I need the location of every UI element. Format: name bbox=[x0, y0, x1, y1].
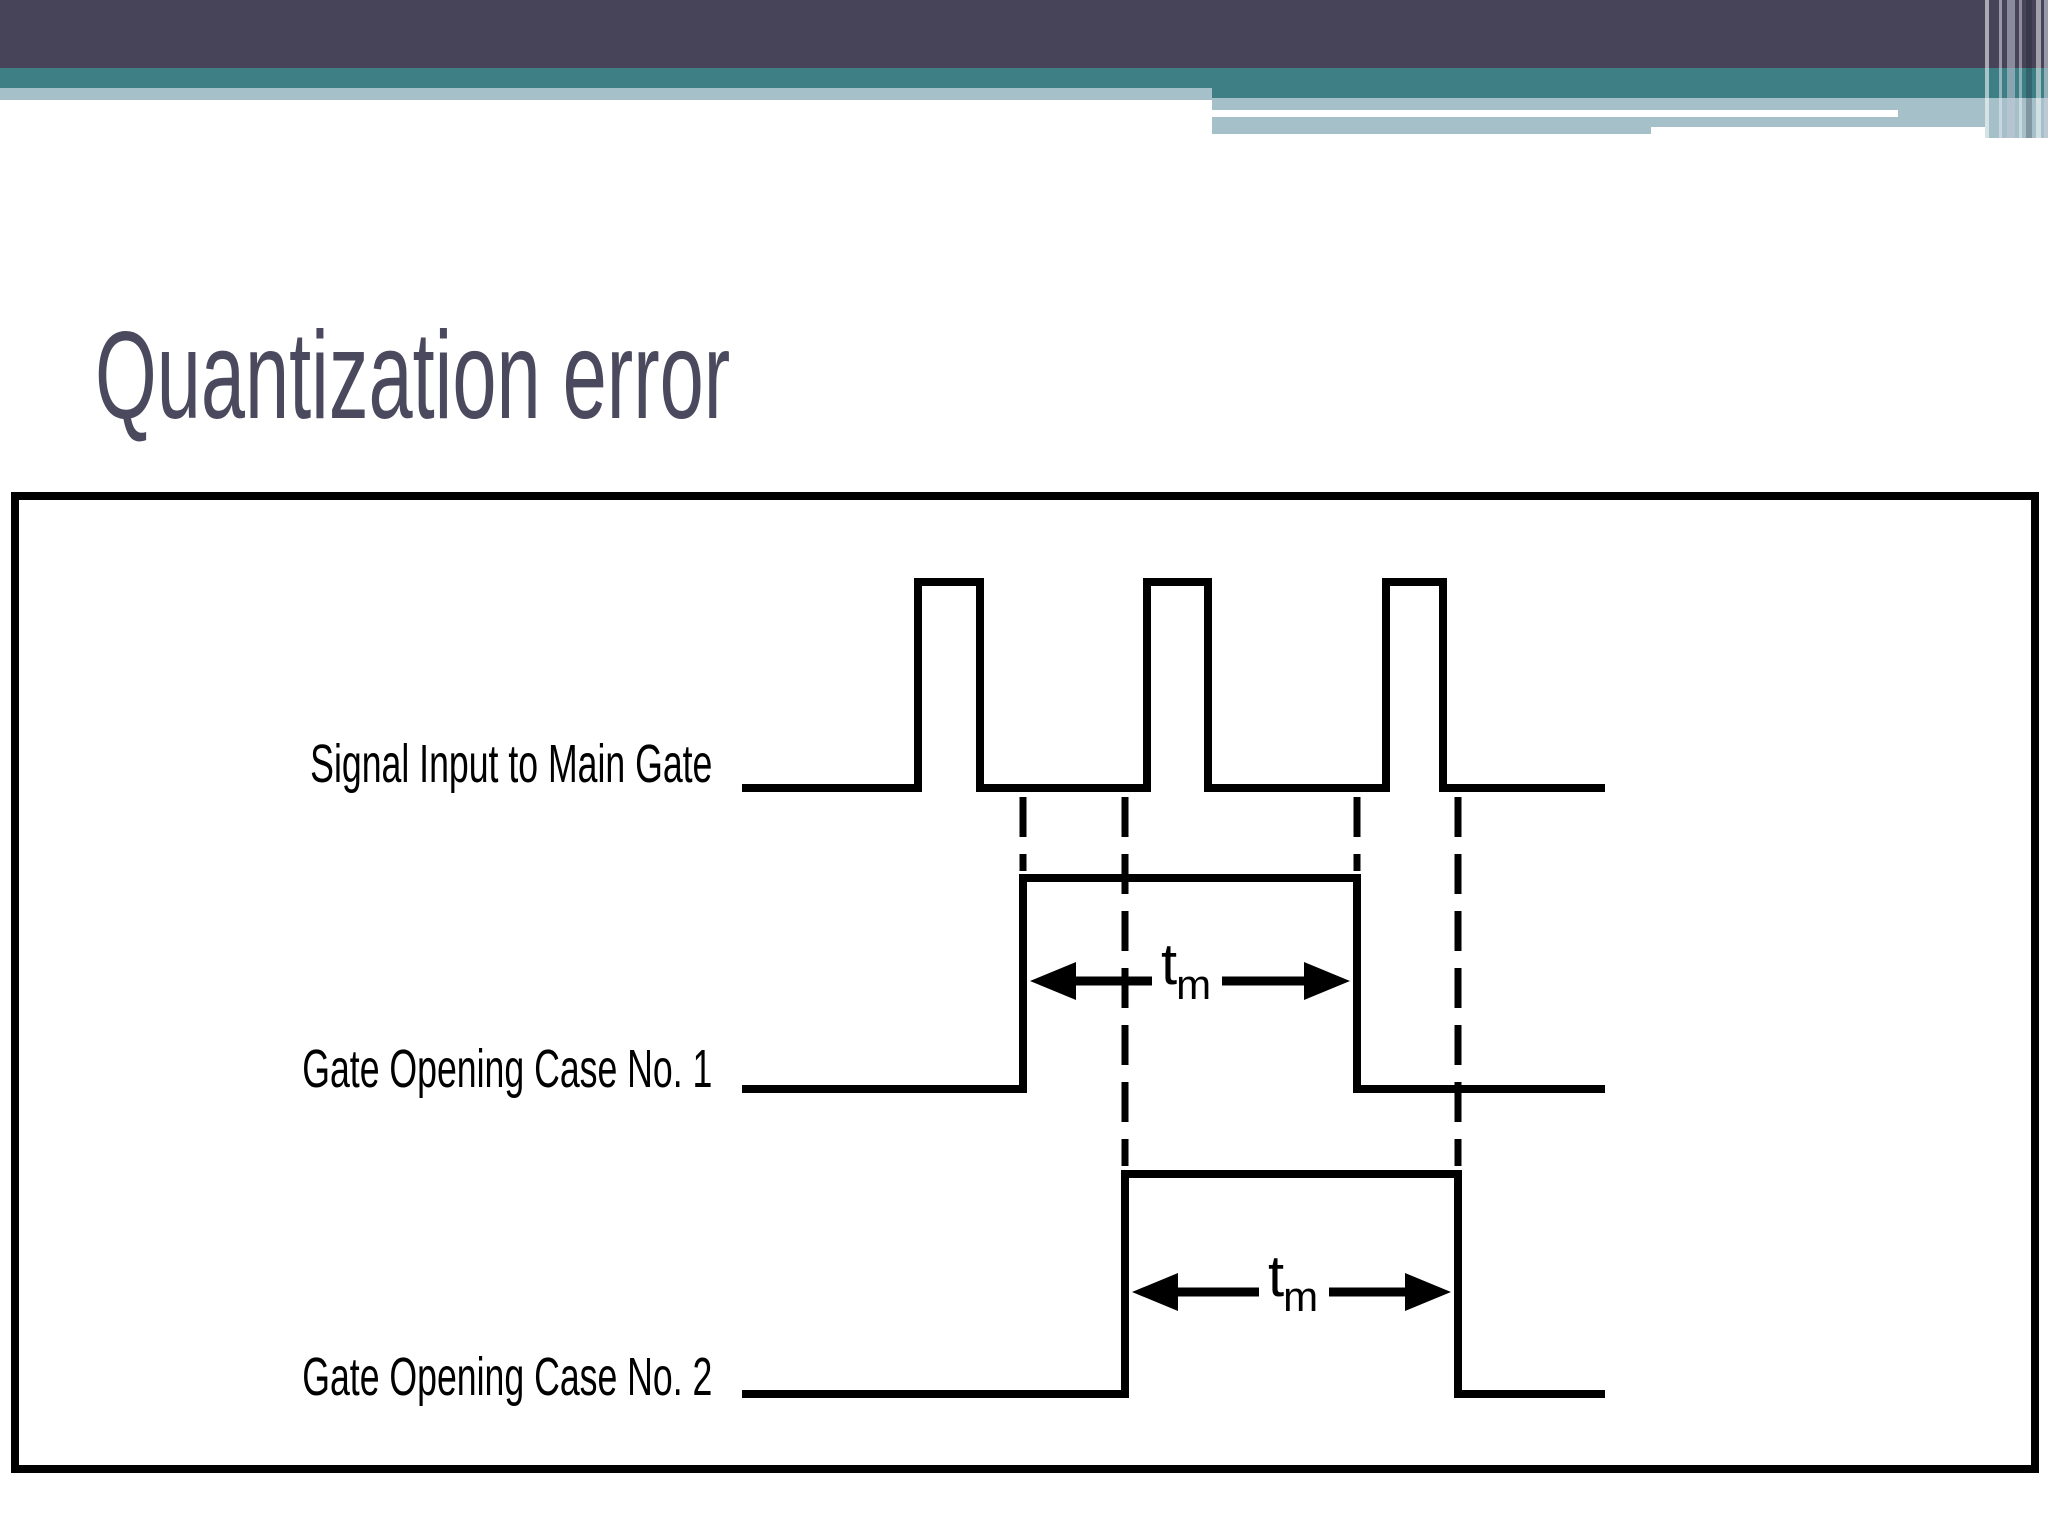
figure-frame bbox=[11, 492, 2039, 1473]
slide-header-banner bbox=[0, 0, 2048, 140]
tm-base: t bbox=[1160, 932, 1178, 997]
edge-stripe bbox=[1985, 0, 1989, 138]
edge-stripe bbox=[2019, 0, 2022, 138]
label-signal-input: Signal Input to Main Gate bbox=[309, 734, 712, 794]
waveform-row-3 bbox=[742, 1170, 1605, 1398]
label-gate-case-1: Gate Opening Case No. 1 bbox=[301, 1039, 712, 1099]
edge-stripe bbox=[2036, 0, 2041, 138]
tm-arrowhead-right bbox=[1405, 1273, 1451, 1311]
banner-white-line bbox=[1212, 110, 1898, 117]
edge-stripe bbox=[2044, 0, 2048, 138]
waveform-row-2 bbox=[742, 874, 1605, 1093]
waveform-row-1 bbox=[742, 578, 1605, 792]
tm-annotation-gate2: tm bbox=[1268, 1248, 1318, 1321]
edge-stripe bbox=[1999, 0, 2002, 138]
edge-stripe bbox=[2007, 0, 2015, 138]
tm-arrowhead-left bbox=[1030, 962, 1076, 1000]
edge-stripe bbox=[2026, 0, 2032, 138]
banner-edge-stripes bbox=[1985, 0, 2048, 138]
tm-base: t bbox=[1267, 1244, 1285, 1309]
tm-arrowhead-left bbox=[1132, 1273, 1178, 1311]
banner-white-notch bbox=[1651, 127, 1985, 134]
slide-title: Quantization error bbox=[95, 307, 731, 445]
banner-teal-bar bbox=[0, 68, 2048, 88]
label-gate-case-2: Gate Opening Case No. 2 bbox=[301, 1347, 712, 1407]
tm-arrowhead-right bbox=[1304, 962, 1350, 1000]
tm-subscript: m bbox=[1176, 961, 1212, 1008]
banner-light-stripe bbox=[0, 88, 1212, 100]
banner-dark-bar bbox=[0, 0, 2048, 68]
banner-right-teal-block bbox=[1212, 88, 1985, 98]
tm-annotation-gate1: tm bbox=[1161, 936, 1211, 1009]
tm-subscript: m bbox=[1283, 1273, 1319, 1320]
